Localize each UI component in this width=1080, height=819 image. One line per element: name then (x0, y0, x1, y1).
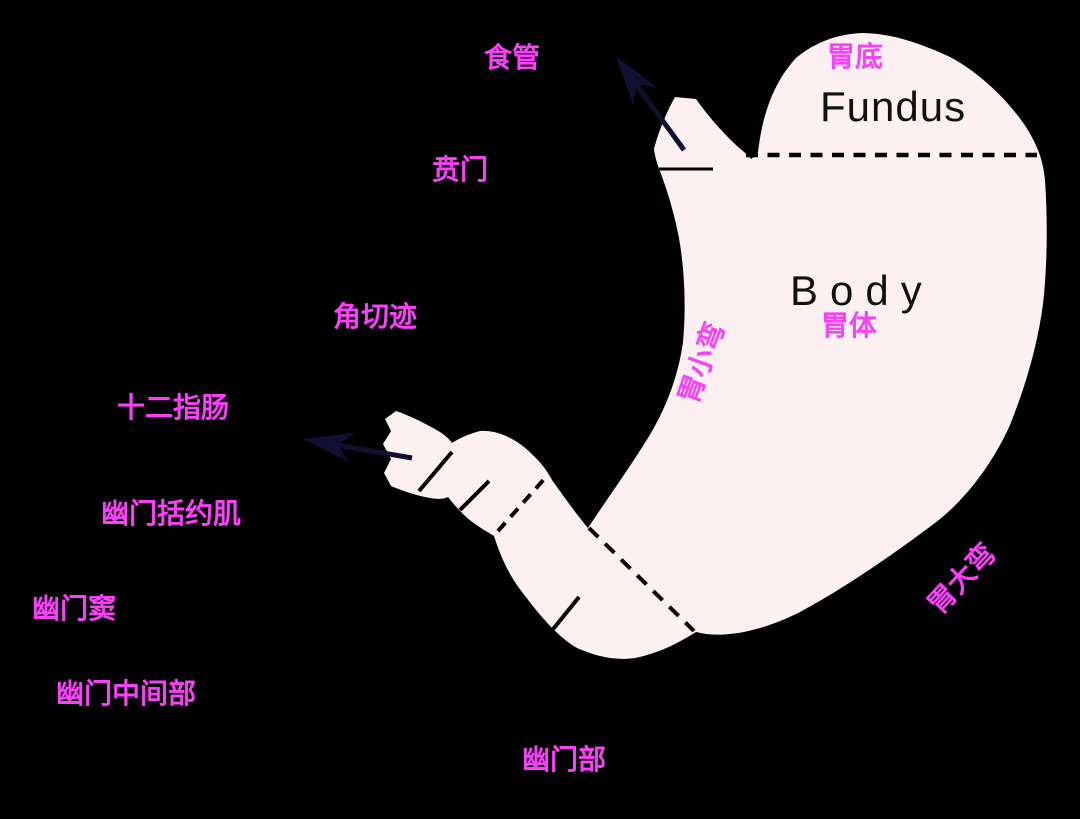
stomach-shape (383, 33, 1047, 659)
label-body-zh: 胃体 (821, 310, 878, 341)
duodenum-arrow-head (303, 432, 355, 463)
label-cardia: 贲门 (432, 154, 489, 185)
label-pyloric-part: 幽门部 (522, 744, 607, 775)
label-duodenum: 十二指肠 (117, 392, 230, 423)
duodenum-arrow-shaft (336, 442, 413, 461)
label-pyloric-antrum: 幽门窦 (32, 593, 117, 624)
body-pylorus-dashed-line (587, 526, 696, 633)
label-esophagus: 食管 (484, 42, 541, 73)
label-fundus-zh: 胃底 (827, 41, 884, 72)
label-pyloric-sphincter: 幽门括约肌 (101, 498, 242, 529)
esophagus-arrow-shaft (633, 82, 687, 152)
label-fundus-en: Fundus (820, 83, 967, 130)
antrum-tick-line (548, 595, 581, 635)
sphincter-tick-line (458, 479, 491, 512)
label-body-en: Body (790, 267, 934, 314)
duodenum-tick-line (417, 450, 454, 493)
esophagus-arrow-head (616, 56, 658, 106)
label-angular-incisure: 角切迹 (333, 301, 418, 332)
label-pyloric-intermediate: 幽门中间部 (56, 678, 197, 709)
pyloric-canal-dashed-line (496, 475, 548, 533)
